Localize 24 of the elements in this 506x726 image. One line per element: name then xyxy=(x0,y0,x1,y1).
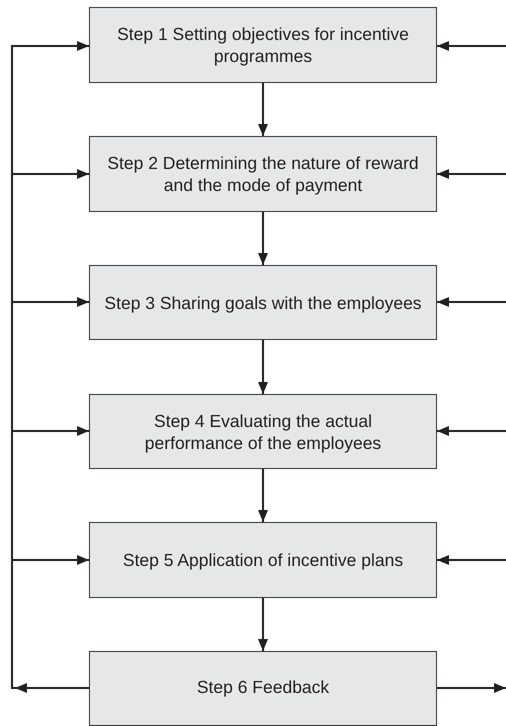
arrow xyxy=(437,683,506,693)
arrow xyxy=(258,212,268,265)
arrow xyxy=(437,41,506,51)
arrow xyxy=(258,469,268,522)
step-text: Step 3 Sharing goals with the employees xyxy=(104,292,422,314)
arrow xyxy=(11,555,89,689)
process-box xyxy=(89,136,437,212)
arrow xyxy=(258,340,268,394)
arrow xyxy=(258,598,268,651)
process-box xyxy=(89,7,437,83)
arrow xyxy=(437,169,506,179)
step-text: Step 2 Determining the nature of reward and the mode of payment xyxy=(106,152,420,196)
step-text: Step 4 Evaluating the actual performance of the employees xyxy=(144,410,382,454)
step-text: Step 5 Application of incentive plans xyxy=(122,549,404,571)
process-box xyxy=(89,394,437,469)
process-box xyxy=(89,265,437,340)
step-text: Step 1 Setting objectives for incentive programmes xyxy=(116,23,410,67)
process-box xyxy=(89,651,437,726)
arrow xyxy=(437,297,506,307)
process-box xyxy=(89,522,437,598)
arrow xyxy=(437,555,506,565)
arrow xyxy=(437,426,506,436)
arrow xyxy=(258,83,268,136)
step-text: Step 6 Feedback xyxy=(196,676,330,698)
